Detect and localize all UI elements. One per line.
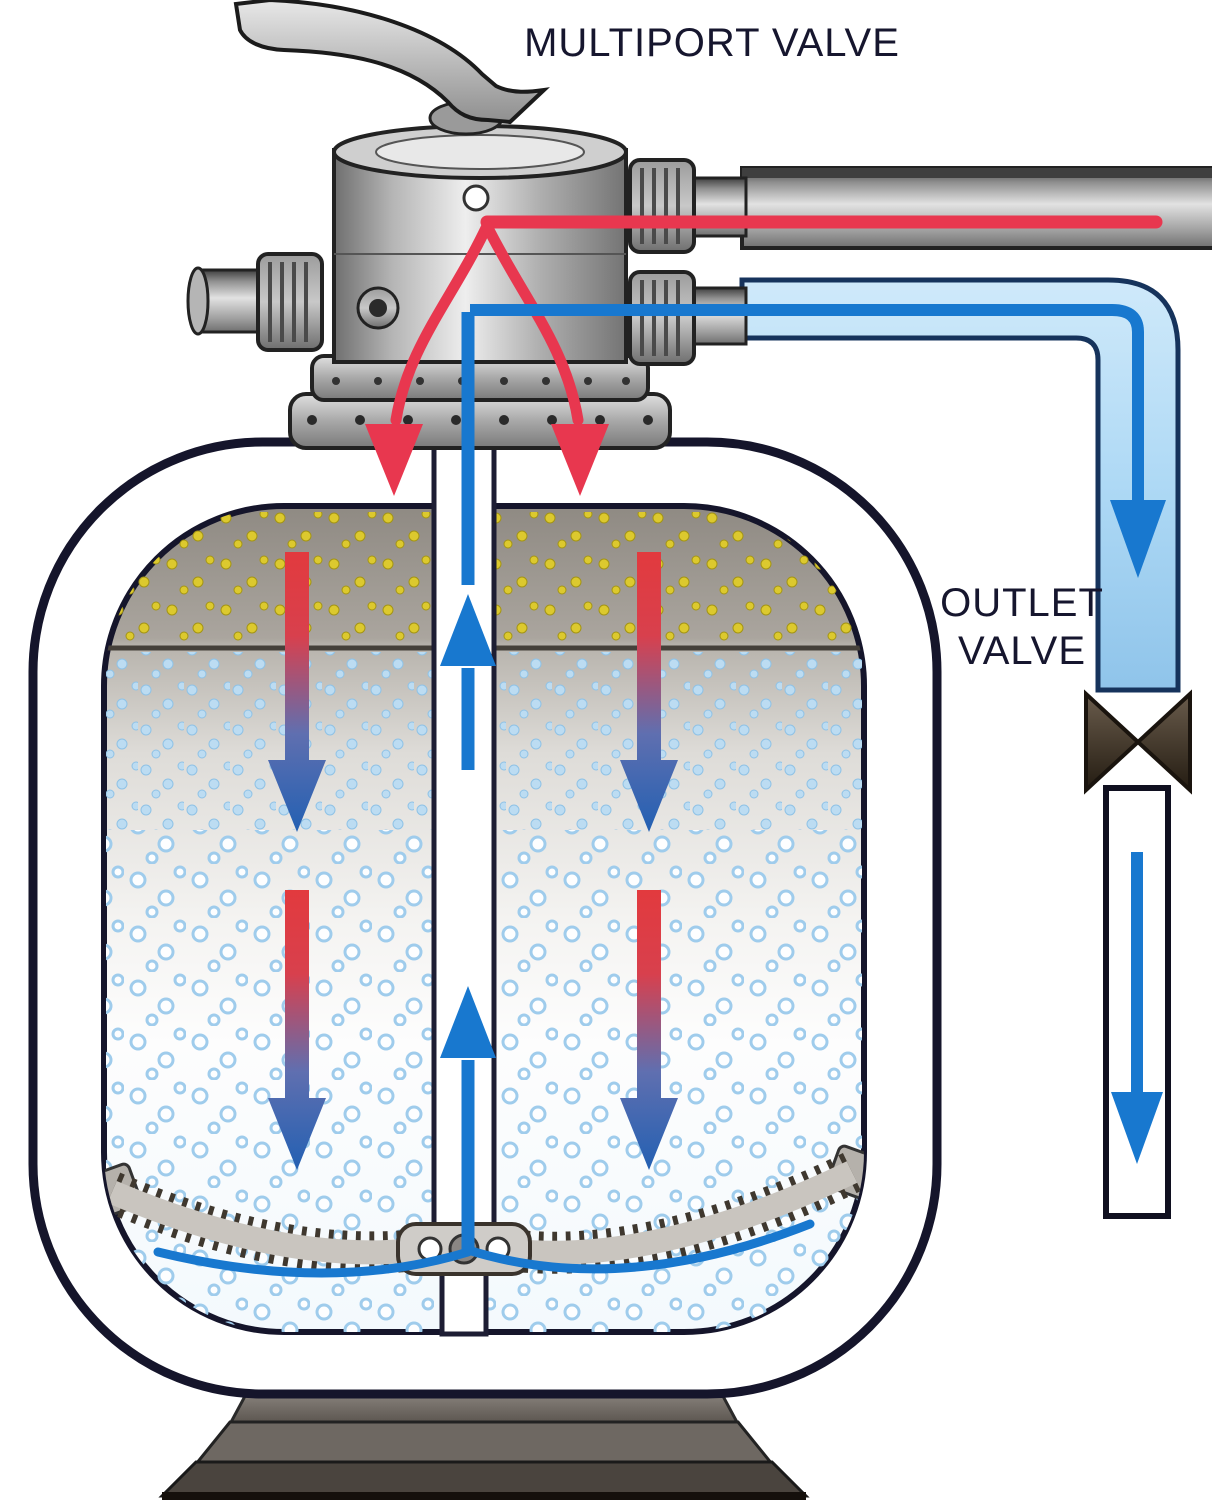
blue-arrowhead-icon	[1110, 500, 1166, 578]
drain-plug	[356, 286, 400, 330]
inlet-flow-curve-left	[390, 220, 493, 426]
valve-right-upper-port	[628, 158, 748, 254]
multiport-valve-label: MULTIPORT VALVE	[524, 21, 900, 65]
collar-bolts	[332, 377, 630, 385]
inlet-flow-curve-right	[481, 220, 584, 426]
outlet-valve-label-line2: VALVE	[958, 629, 1086, 673]
multiport-valve	[186, 0, 748, 450]
valve-gauge-port	[462, 184, 490, 212]
red-arrowhead-icon	[365, 424, 423, 496]
valve-left-port	[186, 252, 324, 352]
standpipe-lower-stub	[439, 1269, 489, 1337]
inlet-flow	[365, 215, 1163, 496]
filtered-flow	[153, 304, 1166, 1278]
valve-body	[332, 148, 628, 364]
union-nut	[628, 270, 696, 366]
inlet-pipe	[740, 166, 1212, 250]
valve-handle	[233, 0, 550, 136]
blue-arrowhead-icon	[1111, 1092, 1163, 1164]
valve-right-lower-port	[628, 270, 748, 366]
lateral-flow-right	[463, 1219, 815, 1274]
valve-flange	[288, 392, 672, 450]
blue-up-arrowhead-icon	[440, 986, 496, 1058]
outlet-flow-line	[470, 304, 1144, 500]
flange-bolts	[307, 415, 653, 425]
union-nut	[628, 158, 696, 254]
outlet-valve-label-line1: OUTLET	[940, 581, 1104, 625]
outlet-valve-symbol	[1084, 689, 1192, 795]
lateral-flow-left	[153, 1247, 473, 1278]
union-nut	[256, 252, 324, 352]
blue-up-arrowhead-icon	[440, 594, 496, 666]
red-arrowhead-icon	[551, 424, 609, 496]
